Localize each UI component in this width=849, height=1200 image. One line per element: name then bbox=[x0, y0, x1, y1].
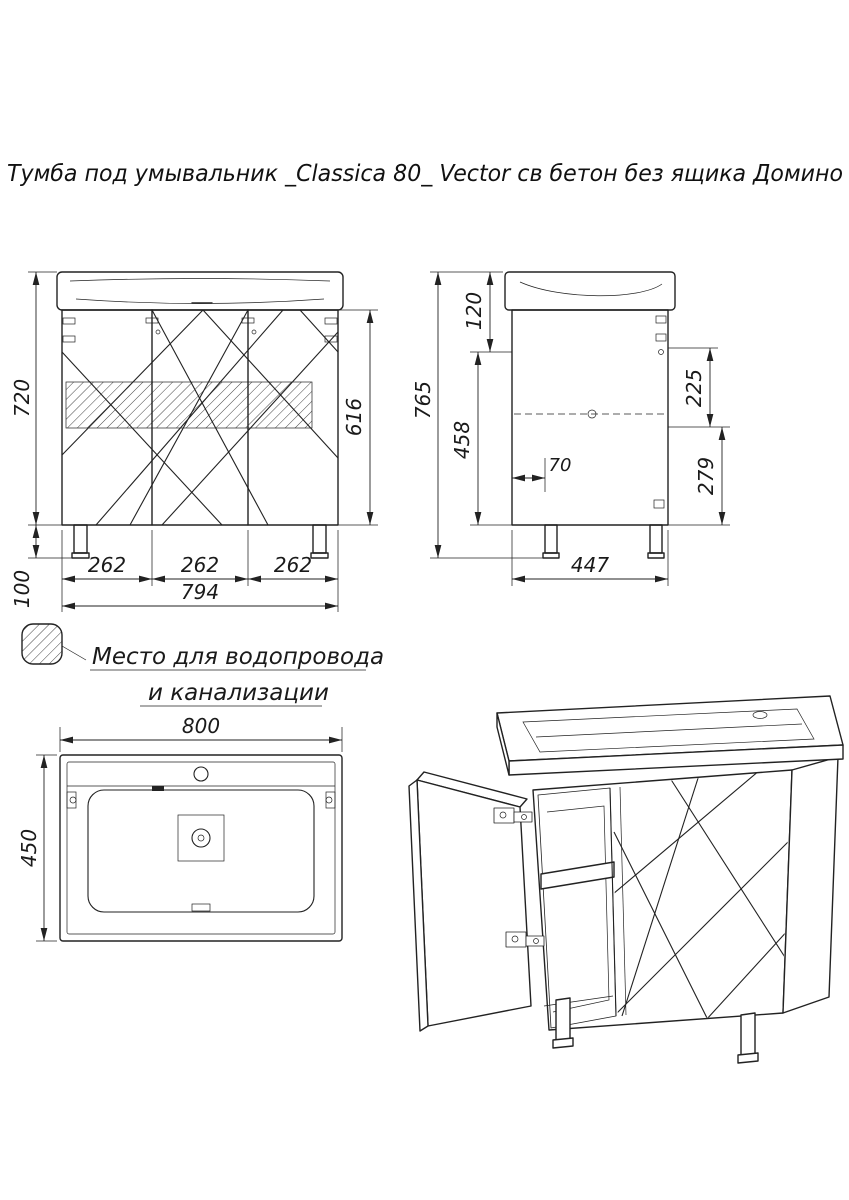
side-dim-depth: 447 bbox=[571, 553, 609, 577]
iso-view bbox=[408, 695, 844, 1064]
front-dim-leg-height: 100 bbox=[10, 570, 34, 608]
iso-shelf bbox=[540, 861, 615, 890]
fitting-icon bbox=[655, 333, 667, 342]
hinge-icon bbox=[493, 807, 515, 824]
hinge-icon bbox=[525, 935, 545, 947]
iso-basin-rim bbox=[522, 708, 815, 753]
side-dim-lower-right: 279 bbox=[694, 457, 718, 495]
bracket-icon bbox=[325, 791, 336, 809]
fitting-icon bbox=[653, 499, 665, 509]
front-basin-edge bbox=[69, 278, 331, 282]
front-dim-body-height: 616 bbox=[342, 398, 366, 436]
fitting-icon bbox=[655, 315, 667, 324]
leg-foot bbox=[71, 552, 90, 559]
iso-back-panel bbox=[546, 805, 610, 1013]
cam-lock-icon bbox=[587, 409, 597, 419]
iso-hinge-top bbox=[493, 807, 533, 824]
leader-line bbox=[61, 645, 87, 661]
overflow-mark bbox=[152, 786, 164, 791]
plumbing-note: Место для водопровода и канализации bbox=[21, 623, 384, 707]
top-view-dimensions: 800 450 bbox=[17, 714, 343, 942]
leg bbox=[555, 997, 571, 1043]
drawing-title: Тумба под умывальник _Classica 80_ Vecto… bbox=[7, 161, 843, 187]
drain-box bbox=[177, 814, 225, 862]
iso-vector-pattern bbox=[612, 770, 790, 1021]
leg-foot bbox=[647, 552, 665, 559]
top-counter-outline bbox=[59, 754, 343, 942]
side-counter bbox=[504, 271, 676, 311]
hinge-icon bbox=[324, 335, 338, 343]
bracket-icon bbox=[66, 791, 77, 809]
iso-open-door-side-edge bbox=[408, 779, 429, 1032]
front-hinge-icons bbox=[62, 317, 338, 343]
front-cabinet-body bbox=[61, 309, 339, 526]
hinge-icon bbox=[62, 335, 76, 343]
front-view-dimensions: 720 100 616 262 262 262 794 bbox=[10, 271, 378, 612]
top-dim-width: 800 bbox=[182, 714, 220, 738]
side-dim-top-inset: 120 bbox=[462, 292, 486, 330]
side-dim-mid-height: 458 bbox=[450, 421, 474, 459]
leg-foot bbox=[542, 552, 560, 559]
leg bbox=[312, 524, 327, 554]
side-cabinet-body bbox=[511, 309, 669, 526]
iso-counter-left-edge bbox=[496, 712, 510, 776]
faucet-hole bbox=[193, 766, 209, 782]
front-legs bbox=[71, 524, 329, 559]
front-dim-section-left: 262 bbox=[88, 553, 126, 577]
note-line-2: и канализации bbox=[148, 680, 329, 706]
hinge-icon bbox=[145, 317, 159, 324]
front-clip bbox=[191, 903, 211, 912]
iso-hinge-bottom bbox=[505, 931, 545, 948]
leg bbox=[73, 524, 88, 554]
front-dim-total-width: 794 bbox=[181, 580, 219, 604]
front-dim-section-middle: 262 bbox=[181, 553, 219, 577]
leg bbox=[544, 524, 558, 554]
front-counter bbox=[56, 271, 344, 311]
leg bbox=[740, 1012, 756, 1058]
hinge-icon bbox=[513, 811, 533, 823]
front-vector-pattern bbox=[61, 309, 339, 526]
leg-foot bbox=[552, 1037, 574, 1049]
note-line-1: Место для водопровода bbox=[92, 644, 384, 670]
front-dim-section-right: 262 bbox=[274, 553, 312, 577]
side-dim-upper-right: 225 bbox=[682, 369, 706, 407]
top-dim-depth: 450 bbox=[17, 829, 41, 867]
faucet-hole bbox=[752, 711, 768, 719]
leg-foot bbox=[310, 552, 329, 559]
plumbing-legend-icon bbox=[21, 623, 63, 665]
side-dim-total-height: 765 bbox=[411, 381, 435, 419]
iso-cabinet-side bbox=[782, 756, 839, 1014]
hinge-icon bbox=[241, 317, 255, 324]
leg-foot bbox=[737, 1052, 759, 1064]
hinge-icon bbox=[62, 317, 76, 325]
front-dim-total-height: 720 bbox=[10, 379, 34, 417]
front-view bbox=[56, 271, 344, 559]
hinge-icon bbox=[324, 317, 338, 325]
top-basin-outline bbox=[87, 789, 315, 913]
iso-legs bbox=[552, 997, 759, 1064]
side-view-dimensions: 765 120 458 225 279 70 447 bbox=[411, 271, 730, 586]
hinge-icon bbox=[505, 931, 527, 948]
side-basin-profile bbox=[519, 281, 663, 297]
drain-circle bbox=[191, 828, 211, 848]
side-dim-front-offset: 70 bbox=[549, 455, 572, 476]
side-view bbox=[504, 271, 676, 559]
top-view bbox=[59, 754, 343, 942]
top-counter-inner bbox=[66, 761, 336, 935]
leg bbox=[649, 524, 663, 554]
